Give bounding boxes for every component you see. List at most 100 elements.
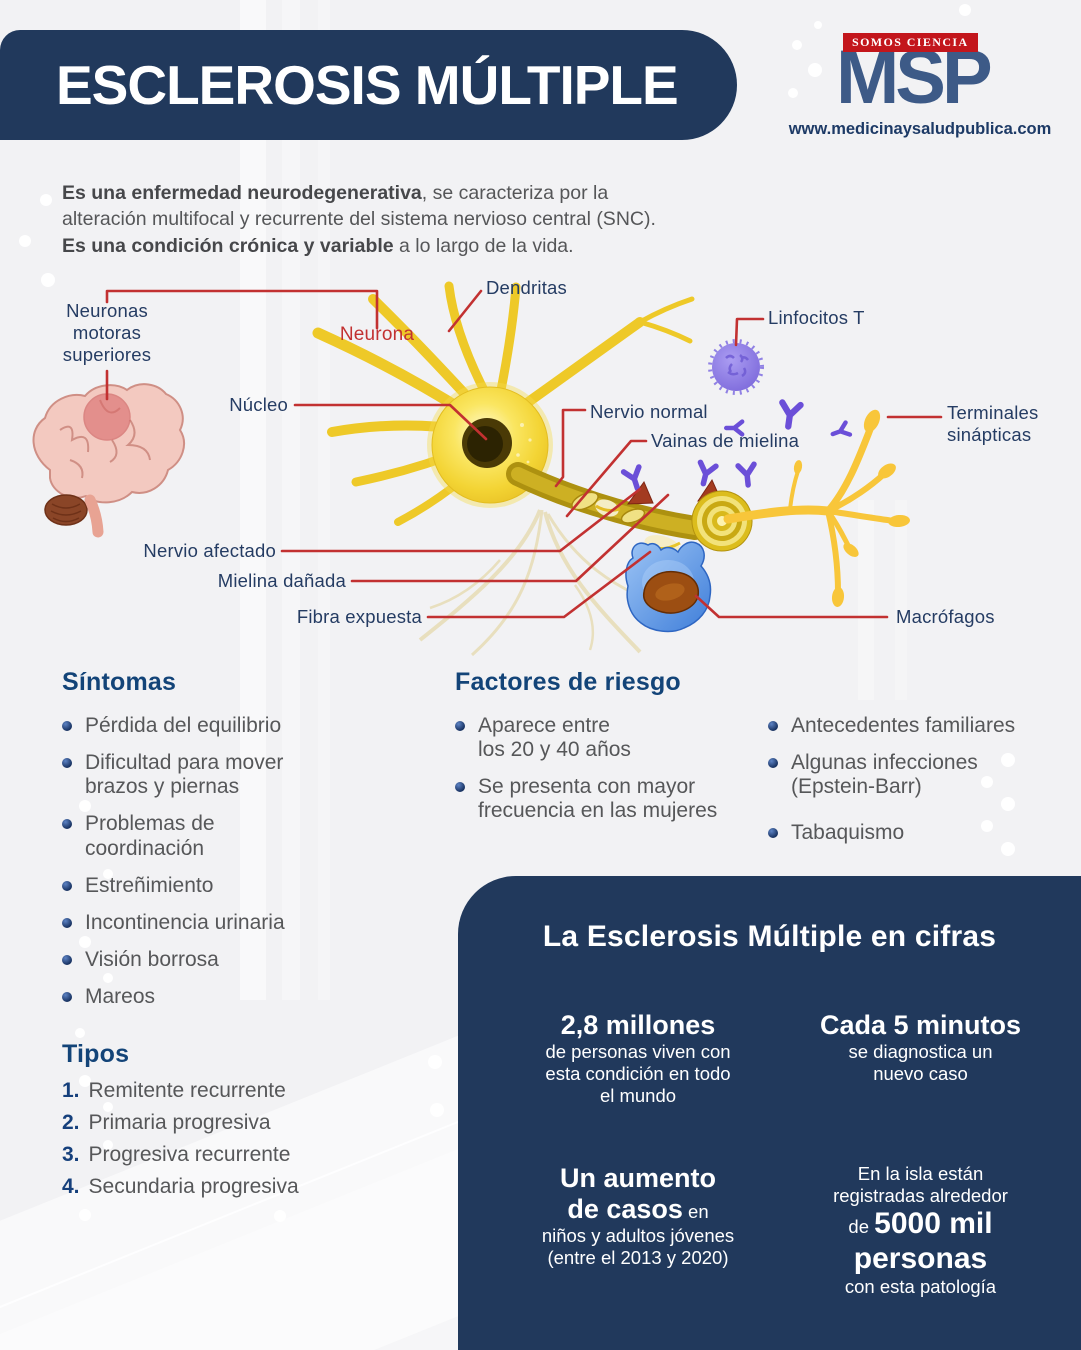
type-number: 4. [62, 1175, 80, 1198]
deco-dot [19, 235, 31, 247]
stat-highlight: de casos [567, 1194, 683, 1225]
symptoms-title: Síntomas [62, 668, 177, 696]
deco-dot [79, 1075, 91, 1087]
symptom-item: Estreñimiento [62, 874, 372, 898]
title-banner: ESCLEROSIS MÚLTIPLE [0, 30, 737, 140]
myelin-coil [691, 490, 753, 552]
risk-item: Antecedentes familiares [768, 714, 1068, 738]
website-link[interactable]: www.medicinaysaludpublica.com [788, 120, 1052, 138]
type-number: 1. [62, 1079, 80, 1102]
label-t-lymphocytes: Linfocitos T [768, 307, 865, 328]
deco-dot [40, 194, 52, 206]
symptom-item: Pérdida del equilibrio [62, 714, 372, 738]
stat-text: de [848, 1216, 875, 1238]
label-affected-nerve: Nervio afectado [143, 540, 276, 561]
somos-ciencia-badge: SOMOS CIENCIA [843, 33, 978, 52]
deco-dot [274, 1210, 286, 1222]
neuron-diagram-illustration [32, 281, 943, 657]
stat-text: niños y adultos jóvenes(entre el 2013 y … [541, 1225, 735, 1269]
intro-line-2: alteración multifocal y recurrente del s… [62, 208, 656, 231]
intro-rest-2: a lo largo de la vida. [393, 235, 574, 258]
intro-text: Es una enfermedad neurodegenerativa, se … [62, 180, 752, 261]
label-damaged-myelin: Mielina dañada [217, 570, 346, 591]
t-lymphocyte-illustration [708, 339, 764, 395]
deco-dot [959, 4, 971, 16]
stat-highlight: Cada 5 minutos [819, 1010, 1022, 1040]
type-number: 3. [62, 1143, 80, 1166]
deco-dot [792, 40, 802, 50]
page-title: ESCLEROSIS MÚLTIPLE [56, 54, 679, 116]
background-stripe [240, 0, 266, 1000]
label-exposed-fiber: Fibra expuesta [296, 606, 422, 627]
label-macrophages: Macrófagos [896, 606, 995, 627]
deco-dot [1001, 753, 1015, 767]
intro-bold-1: Es una enfermedad neurodegenerativa [62, 181, 422, 204]
deco-dot [103, 1140, 113, 1150]
deco-dot [41, 273, 55, 287]
label-normal-nerve: Nervio normal [590, 401, 708, 422]
synaptic-terminals-illustration [723, 409, 910, 607]
background-stripe [282, 0, 300, 1000]
label-myelin-sheaths: Vainas de mielina [651, 430, 800, 451]
deco-dot [103, 1102, 113, 1112]
deco-dot [79, 1209, 91, 1221]
deco-dot [788, 88, 798, 98]
stat-highlight: Un aumento [559, 1163, 716, 1193]
deco-dot [75, 1028, 85, 1038]
intro-bold-2: Es una condición crónica y variable [62, 235, 394, 258]
types-title: Tipos [62, 1040, 130, 1068]
type-item: 3. Progresiva recurrente [62, 1144, 299, 1165]
type-label: Progresiva recurrente [88, 1143, 291, 1166]
type-item: 2. Primaria progresiva [62, 1112, 299, 1133]
damaged-myelin-fragment [626, 480, 654, 505]
label-nucleus: Núcleo [229, 394, 288, 415]
symptom-item: Incontinencia urinaria [62, 911, 372, 935]
stat-mixed-line: de casos en [503, 1194, 773, 1225]
leader-lines [105, 289, 943, 619]
symptom-item: Mareos [62, 985, 372, 1009]
exposed-fiber-ghost [418, 509, 666, 657]
type-label: Remitente recurrente [88, 1079, 286, 1102]
intro-rest-1: , se caracteriza por la [421, 181, 609, 204]
brain-illustration [32, 383, 185, 538]
risk-item: Algunas infecciones(Epstein-Barr) [768, 751, 1068, 799]
deco-dot [103, 869, 113, 879]
deco-dot [79, 936, 91, 948]
label-neuron: Neurona [339, 324, 415, 345]
stat-highlight: personas [853, 1241, 988, 1275]
risk-factors-title: Factores de riesgo [455, 668, 681, 696]
stat-text: en [682, 1201, 709, 1223]
stat-text: con esta patología [844, 1276, 997, 1298]
label-dendrites: Dendritas [486, 277, 567, 298]
type-item: 4. Secundaria progresiva [62, 1176, 299, 1197]
stat-highlight: 2,8 millones [560, 1010, 716, 1040]
deco-dot [808, 63, 822, 77]
deco-dot [1001, 797, 1015, 811]
risk-item: Tabaquismo [768, 821, 1068, 845]
deco-dot [981, 820, 993, 832]
type-label: Secundaria progresiva [88, 1175, 299, 1198]
stats-panel: La Esclerosis Múltiple en cifras 2,8 mil… [458, 876, 1081, 1350]
stats-panel-title: La Esclerosis Múltiple en cifras [542, 920, 997, 953]
deco-dot [814, 21, 822, 29]
deco-dot [430, 1103, 444, 1117]
types-list: 1. Remitente recurrente 2. Primaria progre… [62, 1080, 299, 1208]
axon-illustration [506, 462, 753, 555]
type-label: Primaria progresiva [88, 1111, 271, 1134]
deco-dot [79, 800, 91, 812]
stat-case-increase: Un aumento de casos en niños y adultos j… [503, 1163, 773, 1269]
type-number: 2. [62, 1111, 80, 1134]
deco-dot [103, 973, 113, 983]
